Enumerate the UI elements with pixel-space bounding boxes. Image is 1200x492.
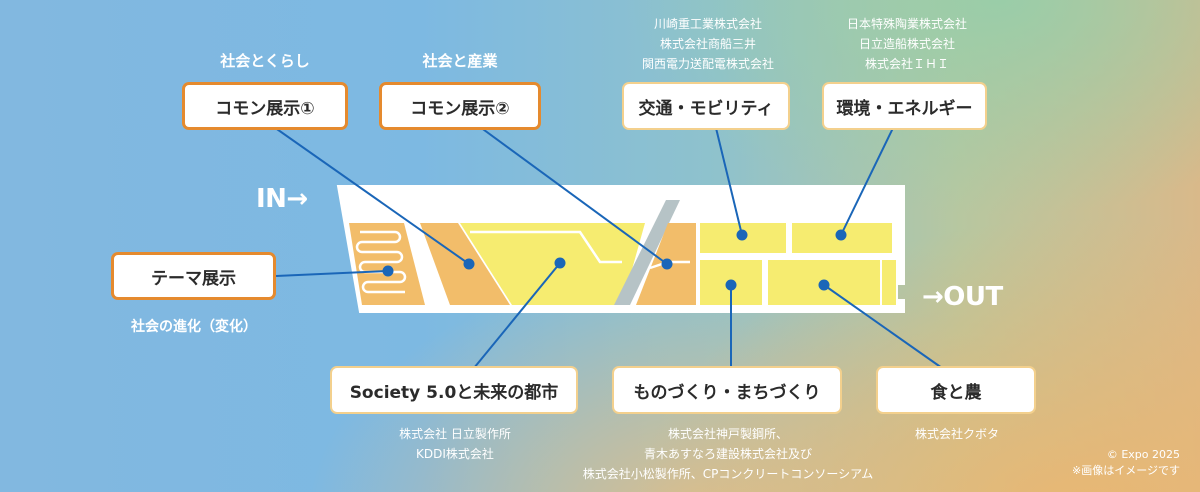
connector-common-1 [273, 126, 470, 265]
caption-society-evolution: 社会の進化（変化） [131, 319, 257, 335]
connector-theme [275, 270, 389, 277]
company-name: 日本特殊陶業株式会社 [846, 17, 967, 31]
top-corridor [340, 188, 902, 218]
dot-food [818, 279, 830, 291]
company-name: 関西電力送配電株式会社 [641, 57, 774, 71]
dot-common-2 [661, 258, 673, 270]
exit-label: →OUT [922, 282, 1003, 312]
copyright-text: © Expo 2025 [1106, 448, 1180, 461]
image-note: ※画像はイメージです [1072, 464, 1180, 477]
zone-society [460, 223, 645, 305]
companies-mobility: 川崎重工業株式会社 株式会社商船三井 関西電力送配電株式会社 [613, 14, 803, 74]
companies-monozukuri: 株式会社神戸製鋼所、 青木あすなろ建設株式会社及び 株式会社小松製作所、CPコン… [560, 424, 896, 484]
connector-society [473, 262, 561, 369]
box-environment[interactable]: 環境・エネルギー [822, 82, 987, 130]
company-name: 株式会社 日立製作所 [399, 427, 511, 441]
dot-common-1 [463, 258, 475, 270]
company-name: 日立造船株式会社 [858, 37, 955, 51]
zone-food-east [882, 260, 896, 305]
box-common-exhibit-1[interactable]: コモン展示① [182, 82, 348, 130]
company-name: KDDI株式会社 [416, 447, 494, 461]
dot-theme [382, 265, 394, 277]
connector-food [823, 284, 943, 369]
copyright-note: © Expo 2025 ※画像はイメージです [1072, 447, 1180, 479]
box-food[interactable]: 食と農 [876, 366, 1036, 414]
connector-common-2 [479, 126, 668, 265]
dot-society [554, 257, 566, 269]
walkway-2 [614, 200, 680, 305]
zone-theme-exhibit [349, 223, 425, 305]
company-name: 株式会社クボタ [914, 427, 999, 441]
companies-food: 株式会社クボタ [892, 424, 1022, 444]
box-common-exhibit-2[interactable]: コモン展示② [379, 82, 541, 130]
companies-society: 株式会社 日立製作所 KDDI株式会社 [360, 424, 550, 464]
company-name: 株式会社ＩＨＩ [864, 57, 949, 71]
dot-monozukuri [725, 279, 737, 291]
connector-environment [840, 127, 894, 236]
connector-mobility [715, 127, 743, 236]
company-name: 株式会社小松製作所、CPコンクリートコンソーシアム [582, 467, 874, 481]
company-name: 青木あすなろ建設株式会社及び [643, 447, 812, 461]
box-monozukuri[interactable]: ものづくり・まちづくり [612, 366, 842, 414]
company-name: 川崎重工業株式会社 [653, 17, 762, 31]
entrance-label: IN→ [256, 184, 308, 214]
dot-mobility [736, 229, 748, 241]
society-path [470, 230, 622, 264]
companies-environment: 日本特殊陶業株式会社 日立造船株式会社 株式会社ＩＨＩ [812, 14, 1002, 74]
caption-society-industry: 社会と産業 [422, 52, 498, 70]
box-society[interactable]: Society 5.0と未来の都市 [330, 366, 578, 414]
box-mobility[interactable]: 交通・モビリティ [622, 82, 790, 130]
theme-serpentine-path [355, 230, 407, 294]
company-name: 株式会社商船三井 [659, 37, 756, 51]
box-theme-exhibit[interactable]: テーマ展示 [111, 252, 276, 300]
caption-social-life: 社会とくらし [220, 52, 310, 70]
company-name: 株式会社神戸製鋼所、 [667, 427, 788, 441]
dot-environment [835, 229, 847, 241]
